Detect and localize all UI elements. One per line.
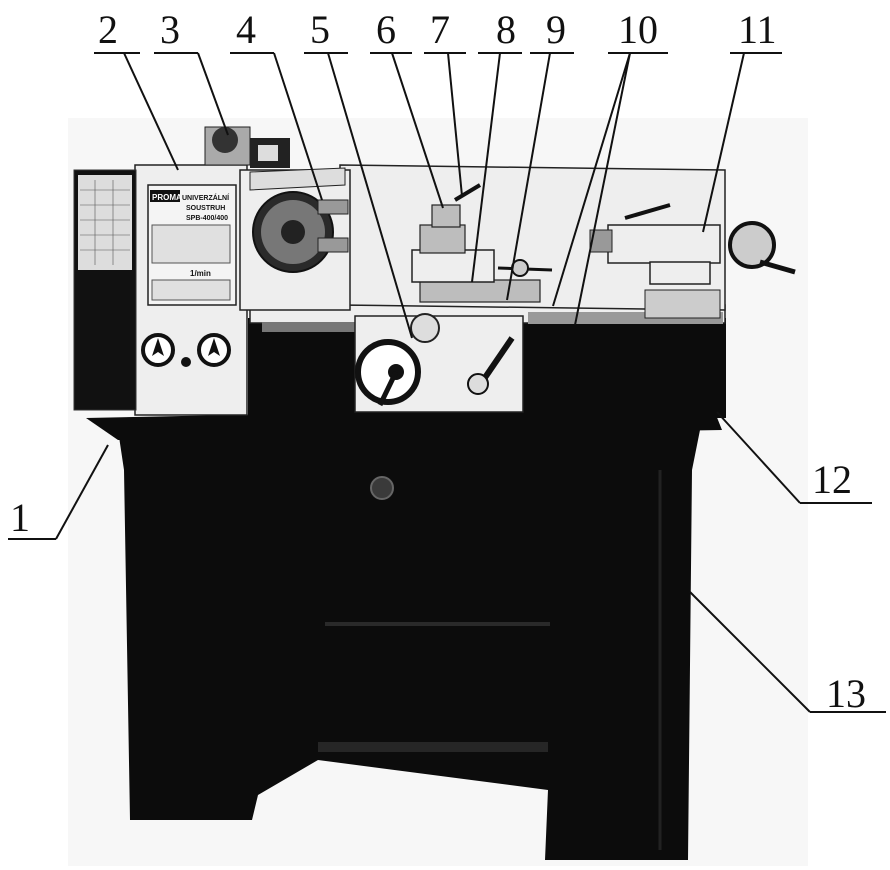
callout-number: 7 xyxy=(430,7,450,52)
lower-shelf xyxy=(318,742,548,752)
callout-number: 4 xyxy=(236,7,256,52)
tailstock xyxy=(589,203,796,319)
callout-number: 9 xyxy=(546,7,566,52)
cabinet-knob xyxy=(370,476,394,500)
callout-6: 6 xyxy=(370,7,444,209)
callout-number: 1 xyxy=(10,495,30,540)
callout-5: 5 xyxy=(304,7,413,339)
callout-number: 5 xyxy=(310,7,330,52)
plate-model-1: UNIVERZÁLNÍ xyxy=(182,193,230,202)
callout-number: 3 xyxy=(160,7,180,52)
callout-4: 4 xyxy=(230,7,323,201)
tailstock-handwheel xyxy=(728,221,776,269)
cabinet-door-seam xyxy=(325,622,550,626)
plate-model-2: SOUSTRUH xyxy=(186,205,225,212)
thread-chart-grid xyxy=(80,180,130,265)
callout-11: 11 xyxy=(702,7,782,233)
callout-number: 6 xyxy=(376,7,396,52)
callout-7: 7 xyxy=(424,7,466,197)
callout-10: 10 xyxy=(552,7,668,326)
callout-number: 13 xyxy=(826,671,866,716)
callout-number: 2 xyxy=(98,7,118,52)
carriage xyxy=(354,313,524,413)
callout-1: 1 xyxy=(8,444,109,540)
callout-13: 13 xyxy=(689,591,886,716)
callout-12: 12 xyxy=(716,411,872,504)
e-stop-button xyxy=(212,127,238,153)
callout-9: 9 xyxy=(506,7,574,301)
plate-brand: PROMA xyxy=(152,193,182,202)
callout-3: 3 xyxy=(154,7,229,136)
callout-number: 10 xyxy=(618,7,658,52)
callout-number: 11 xyxy=(738,7,777,52)
callout-8: 8 xyxy=(471,7,522,283)
callout-number: 12 xyxy=(812,457,852,502)
thread-chart xyxy=(78,175,132,270)
callout-2: 2 xyxy=(94,7,179,171)
headstock: PROMA UNIVERZÁLNÍ SOUSTRUH SPB-400/400 1… xyxy=(73,126,351,416)
callout-number: 8 xyxy=(496,7,516,52)
plate-model-3: SPB-400/400 xyxy=(186,215,228,222)
half-nut-lever xyxy=(479,336,515,384)
chuck-guard xyxy=(249,167,346,191)
machine-stand xyxy=(118,430,700,860)
plate-rpm: 1/min xyxy=(190,269,211,278)
